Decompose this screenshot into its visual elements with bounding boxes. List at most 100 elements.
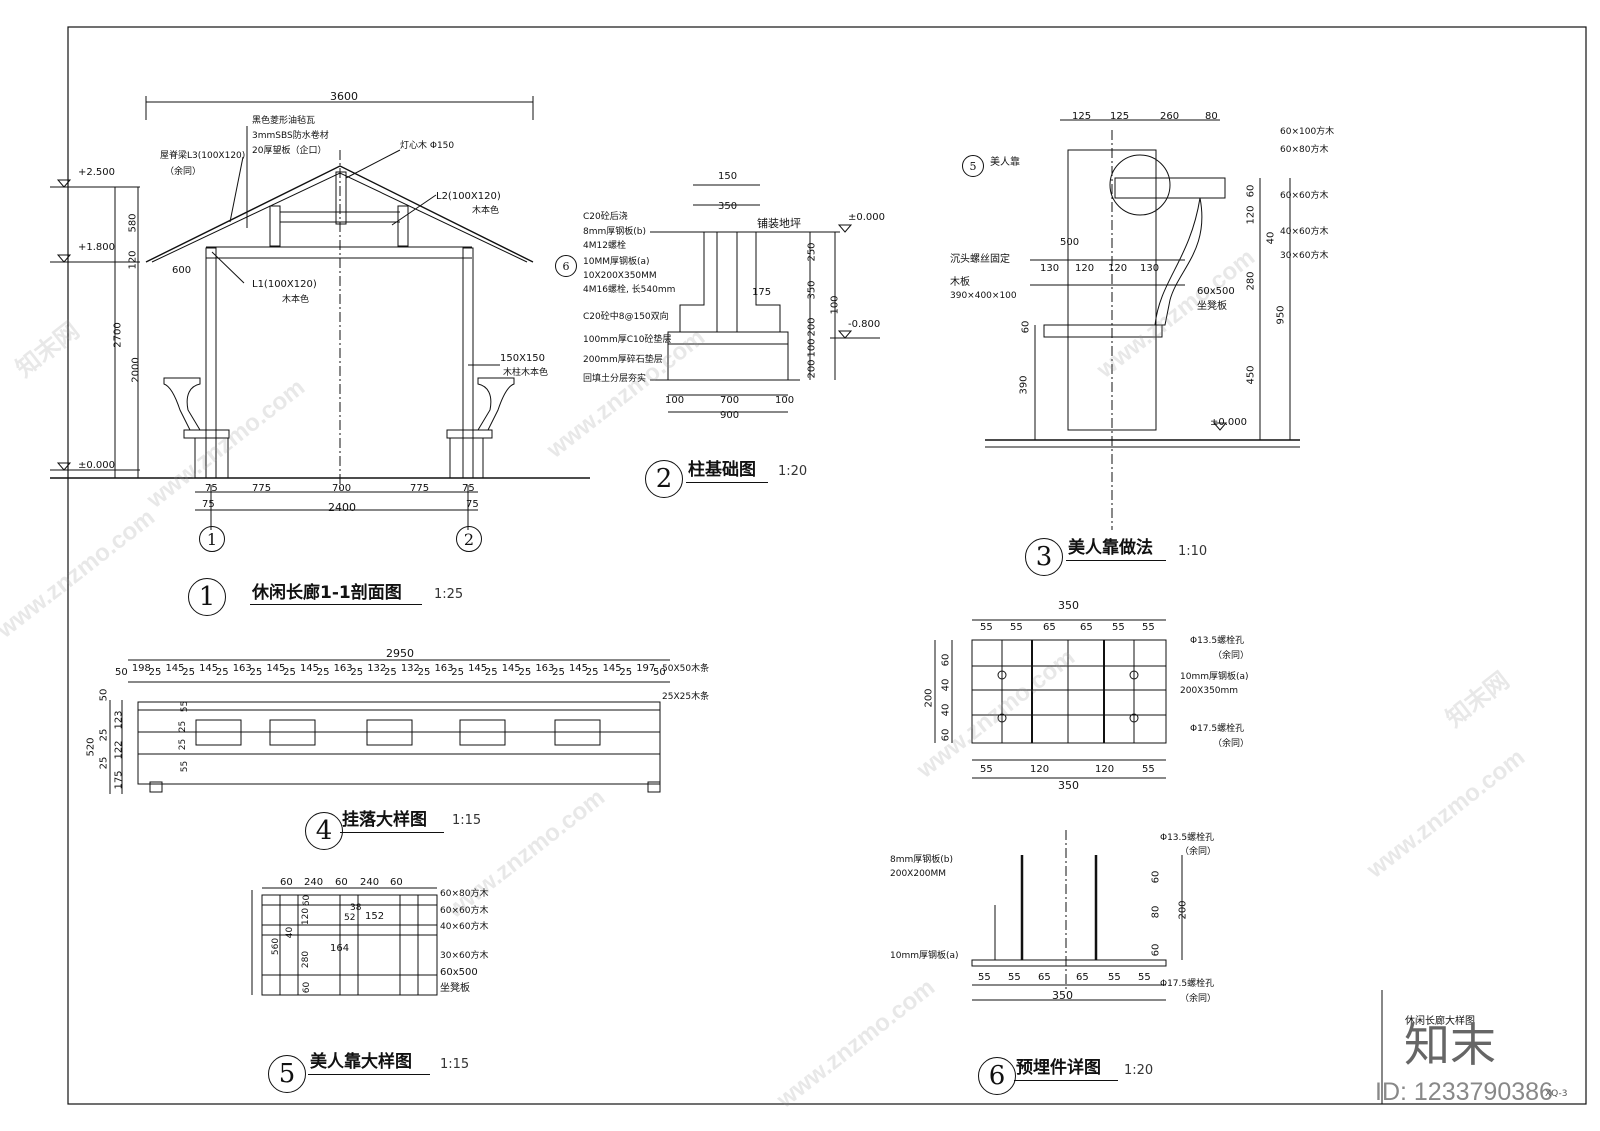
dim-bottom: 55 xyxy=(1008,972,1021,983)
foundation-label: 回填土分层夯实 xyxy=(583,374,647,384)
dim-top: 60 xyxy=(280,877,293,888)
fascia-top-dim: 25 xyxy=(585,667,599,678)
dim-right: 200 xyxy=(806,317,818,337)
dim-right: 60 xyxy=(1150,943,1162,957)
dim-left: 123 xyxy=(113,710,125,730)
drawing-scale: 1:25 xyxy=(434,587,464,602)
label-tiles: 黑色菱形油毡瓦 xyxy=(252,116,316,126)
plate-elev-label: （余同） xyxy=(1180,994,1217,1004)
label-board: 20厚望板（企口） xyxy=(252,146,327,156)
plate-label: 10mm厚钢板(a) xyxy=(1180,672,1249,682)
dim-left: 175 xyxy=(113,770,125,790)
label-paving: 铺装地坪 xyxy=(757,217,801,230)
dim-bottom: 775 xyxy=(410,483,430,494)
fascia-top-dim: 25 xyxy=(148,667,162,678)
dim-right: 350 xyxy=(806,280,818,300)
dim-top: 55 xyxy=(1112,622,1125,633)
label-wood-color: 木本色 xyxy=(282,295,310,305)
label-column-note: 木柱木本色 xyxy=(503,368,549,378)
dim-bottom-total: 350 xyxy=(1058,779,1079,792)
dim-right: 40 xyxy=(1265,231,1277,245)
label-batten-large: 50X50木条 xyxy=(662,664,710,674)
dim-left: 25 xyxy=(98,728,110,742)
dim-left: 60 xyxy=(1020,320,1032,334)
drawing-title: 休闲长廊1-1剖面图 xyxy=(252,583,402,603)
timber-label: 40×60方木 xyxy=(1280,227,1329,237)
plate-elev-label: （余同） xyxy=(1180,847,1217,857)
timber-label: 60x500 xyxy=(440,967,478,978)
reference-mark: 5 xyxy=(962,155,984,177)
dim-left: 60 xyxy=(940,728,952,742)
drawing-scale: 1:20 xyxy=(778,464,808,479)
dim-bottom: 55 xyxy=(978,972,991,983)
plate-plan-drawing xyxy=(934,619,1167,779)
fascia-top-dim: 25 xyxy=(283,667,296,678)
drawing-number: 6 xyxy=(978,1057,1016,1095)
dim-bottom: 55 xyxy=(1142,764,1155,775)
foundation-drawing xyxy=(650,184,880,413)
dim-left: 120 xyxy=(301,907,312,926)
sheet-code: XQ-3 xyxy=(1545,1089,1568,1099)
dim-bottom-total: 900 xyxy=(720,410,740,421)
label-batten-small: 25X25木条 xyxy=(662,692,710,702)
dim-inner: 152 xyxy=(365,911,385,922)
dim-bottom: 700 xyxy=(332,483,352,494)
drawing-title: 预埋件详图 xyxy=(1016,1058,1101,1078)
timber-label: 60×100方木 xyxy=(1280,127,1335,137)
drawing-number: 1 xyxy=(188,578,226,616)
fascia-top-dim: 25 xyxy=(215,667,229,678)
label-seat: 坐凳板 xyxy=(1197,301,1227,312)
elev-top: ±0.000 xyxy=(848,212,886,223)
dim-top: 150 xyxy=(718,171,738,182)
foundation-label: 4M16螺栓, 长540mm xyxy=(583,285,676,295)
dim-top: 60 xyxy=(335,877,348,888)
plate-elev-label: 200X200MM xyxy=(890,869,947,879)
fascia-top-dim: 145 xyxy=(266,663,286,674)
timber-label: 60×80方木 xyxy=(440,889,489,899)
dim-bottom: 65 xyxy=(1038,972,1051,983)
timber-label: 60×80方木 xyxy=(1280,145,1329,155)
foundation-label: C20砼中8@150双向 xyxy=(583,312,669,322)
dim-total: 350 xyxy=(1058,599,1079,612)
dim-left: 60 xyxy=(940,653,952,667)
label-l1: L1(100X120) xyxy=(252,279,317,290)
fascia-top-dim: 25 xyxy=(451,667,464,678)
dim-right-total: 200 xyxy=(1177,900,1189,920)
dim-left: 122 xyxy=(113,740,125,760)
fascia-top-dim: 25 xyxy=(619,667,633,678)
title-underline xyxy=(1066,560,1166,561)
fascia-top-dim: 132 xyxy=(400,663,420,674)
plate-label: Φ17.5螺栓孔 xyxy=(1190,724,1245,734)
plate-label: （余同） xyxy=(1213,739,1250,749)
timber-label: 坐凳板 xyxy=(440,983,470,994)
image-id: ID: 1233790386 xyxy=(1375,1078,1553,1106)
dim-inner: 25 xyxy=(178,738,189,751)
fascia-top-dim: 25 xyxy=(316,667,330,678)
dim-right: 200 xyxy=(806,359,818,379)
dim-top: 125 xyxy=(1072,111,1092,122)
fascia-top-dim: 25 xyxy=(518,667,532,678)
dim-bottom: 55 xyxy=(1138,972,1151,983)
foundation-label: 8mm厚钢板(b) xyxy=(583,227,646,237)
dim-left: 60 xyxy=(302,894,313,907)
dim-inner: 120 xyxy=(1075,263,1095,274)
bench-detail-drawing xyxy=(985,119,1300,530)
drawing-scale: 1:15 xyxy=(452,813,482,828)
drawing-number: 2 xyxy=(645,460,683,498)
foundation-label: 10X200X350MM xyxy=(583,271,657,281)
fascia-top-dim: 25 xyxy=(182,667,195,678)
fascia-top-dim: 25 xyxy=(384,667,397,678)
fascia-top-dim: 163 xyxy=(434,663,454,674)
dim-right: 100 xyxy=(829,295,841,315)
dim-bottom: 75 xyxy=(205,483,218,494)
fascia-drawing xyxy=(109,659,670,794)
dim-right: 120 xyxy=(1245,205,1257,225)
dim-left: 280 xyxy=(301,950,312,969)
dim-right: 100 xyxy=(806,338,818,358)
dim-left: 560 xyxy=(271,937,282,956)
fascia-top-dim: 163 xyxy=(535,663,555,674)
label-column: 150X150 xyxy=(500,353,546,364)
elev-ground: ±0.000 xyxy=(78,460,116,471)
dim-bottom: 75 xyxy=(462,483,475,494)
